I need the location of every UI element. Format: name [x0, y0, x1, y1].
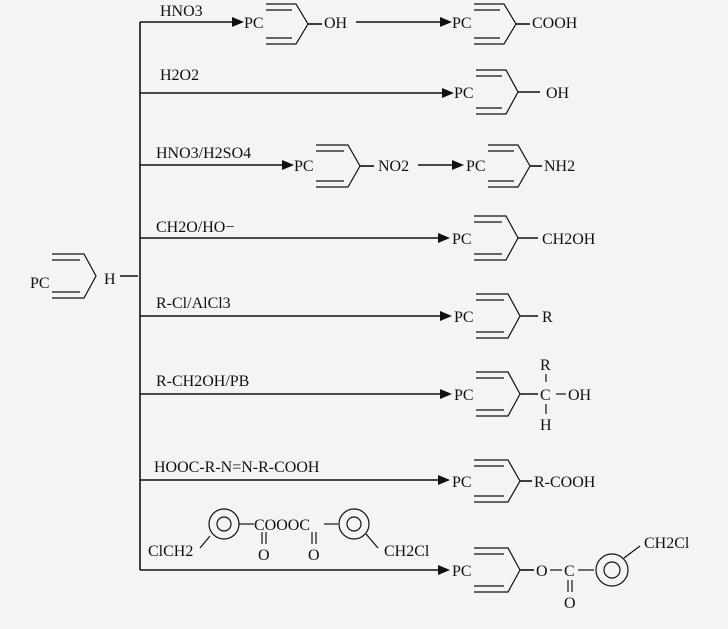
- reagent-label: R-CH2OH/PB: [156, 373, 249, 390]
- reaction-row-4: CH2O/HO− PC CH2OH: [140, 215, 596, 261]
- product-group-label: R: [542, 309, 553, 326]
- product-group-label: CH2OH: [542, 231, 596, 248]
- reagent-label: CH2O/HO−: [156, 219, 234, 236]
- reagent-label: R-Cl/AlCl3: [156, 295, 231, 312]
- product-top-label: R: [540, 357, 551, 374]
- product-group-label: COOH: [532, 15, 578, 32]
- reagent-o1-label: O: [258, 547, 270, 564]
- product-pc-label: PC: [452, 563, 472, 580]
- product-pc-label: PC: [454, 387, 474, 404]
- reagent-label: HNO3: [160, 3, 203, 20]
- product-pc-label: PC: [466, 158, 486, 175]
- product-group-label: NH2: [544, 158, 575, 175]
- arrow-head-icon: [440, 389, 452, 399]
- arrow-head-icon: [232, 17, 244, 27]
- intermediate-pc-label: PC: [294, 158, 314, 175]
- product-ch2cl-label: CH2Cl: [644, 535, 690, 552]
- product-bottom-label: H: [540, 417, 552, 434]
- benzene-ring-icon: [338, 508, 370, 540]
- product-o-label: O: [536, 563, 548, 580]
- product-group-label: OH: [546, 85, 570, 102]
- reaction-row-1: HNO3 PC OH PC COOH: [140, 3, 578, 45]
- product-right-label: OH: [568, 387, 592, 404]
- reagent-link-label: COOOC: [254, 517, 310, 534]
- arrow-head-icon: [440, 311, 452, 321]
- arrow-head-icon: [442, 88, 454, 98]
- product-pc-label: PC: [454, 85, 474, 102]
- reaction-row-5: R-Cl/AlCl3 PC R: [140, 293, 553, 339]
- product-pc-label: PC: [454, 309, 474, 326]
- reaction-row-7: HOOC-R-N=N-R-COOH PC R-COOH: [140, 459, 596, 503]
- arrow-head-icon: [452, 160, 464, 170]
- reaction-row-2: H2O2 PC OH: [140, 67, 570, 115]
- product-c-label: C: [564, 563, 575, 580]
- intermediate-group-label: OH: [324, 15, 348, 32]
- arrow-head-icon: [440, 17, 452, 27]
- reaction-row-3: HNO3/H2SO4 PC NO2 PC NH2: [140, 144, 575, 188]
- reactant-pc-label: PC: [30, 275, 50, 292]
- reagent-o2-label: O: [308, 547, 320, 564]
- benzene-ring-icon: [595, 553, 629, 587]
- product-pc-label: PC: [452, 15, 472, 32]
- product-pc-label: PC: [452, 474, 472, 491]
- reaction-row-6: R-CH2OH/PB PC C R H OH: [140, 357, 592, 434]
- benzene-ring-icon: [208, 508, 240, 540]
- intermediate-pc-label: PC: [244, 15, 264, 32]
- reagent-label: H2O2: [160, 67, 199, 84]
- arrow-head-icon: [438, 233, 450, 243]
- reagent-left-label: ClCH2: [148, 543, 193, 560]
- reagent-label: HNO3/H2SO4: [156, 145, 251, 162]
- reaction-row-8: ClCH2 COOOC O O CH2Cl PC O C O CH2Cl: [140, 508, 690, 612]
- reagent-label: HOOC-R-N=N-R-COOH: [154, 459, 320, 476]
- product-group-label: R-COOH: [534, 474, 596, 491]
- product-pc-label: PC: [452, 231, 472, 248]
- arrow-head-icon: [282, 160, 294, 170]
- reactant: PC H: [30, 253, 138, 299]
- arrow-head-icon: [438, 475, 450, 485]
- arrow-head-icon: [438, 565, 450, 575]
- product-co-label: O: [564, 595, 576, 612]
- reactant-ring-icon: [52, 253, 97, 299]
- reagent-right-label: CH2Cl: [384, 543, 430, 560]
- product-center-label: C: [540, 387, 551, 404]
- reactant-h-label: H: [104, 271, 116, 288]
- intermediate-group-label: NO2: [378, 158, 409, 175]
